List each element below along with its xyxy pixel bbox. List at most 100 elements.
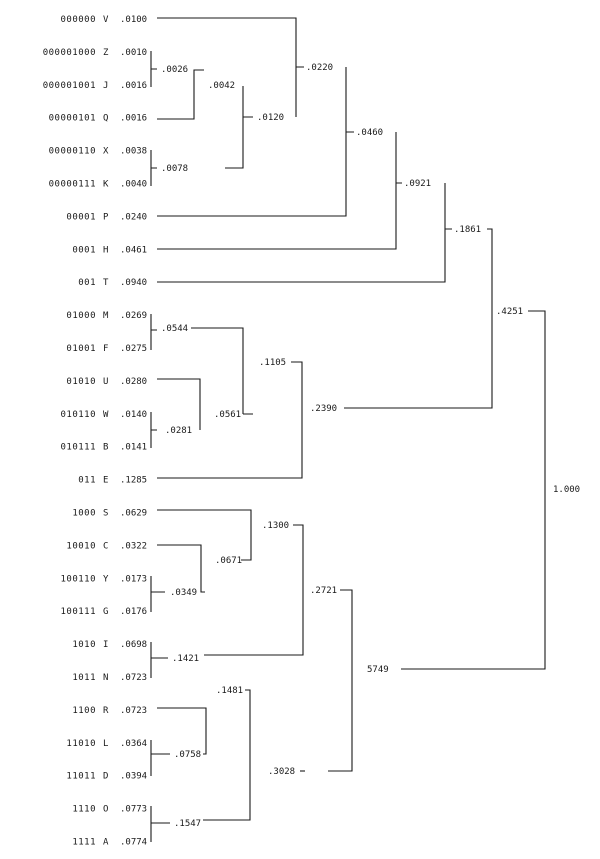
symbol-code: 1010 [72, 640, 96, 650]
symbol-probability: .0140 [120, 410, 147, 420]
symbol-code: 000001001 [43, 81, 96, 91]
node-zj: .0026 [161, 65, 188, 75]
node-zjqxk: .0120 [257, 113, 284, 123]
node-left: .4251 [496, 307, 523, 317]
edge-v-sub [157, 17, 304, 117]
symbol-probability: .0773 [120, 805, 147, 815]
edge-scygin [328, 589, 353, 772]
edge-in [150, 642, 168, 678]
symbol-letter: G [103, 607, 109, 617]
edge-uwb [150, 378, 253, 448]
node-oa: .1547 [174, 819, 201, 829]
symbol-probability: .0394 [120, 772, 147, 782]
symbol-code: 11010 [66, 739, 96, 749]
edge-scyg [204, 524, 304, 656]
symbol-code: 01001 [66, 344, 96, 354]
node-ld: .0758 [174, 750, 201, 760]
symbol-letter: X [103, 147, 109, 157]
edge-zjqxk [225, 86, 253, 169]
symbol-code: 11011 [66, 772, 96, 782]
symbol-letter: L [103, 739, 109, 749]
node-t: .1861 [454, 225, 481, 235]
tree-edges [150, 17, 546, 842]
node-right: 5749 [367, 665, 389, 675]
symbol-letter: P [103, 212, 109, 222]
node-xk: .0078 [161, 164, 188, 174]
node-mf: .0544 [161, 324, 188, 334]
symbol-letter: I [103, 640, 109, 650]
symbol-code: 00000101 [49, 114, 96, 124]
symbol-probability: .0364 [120, 739, 147, 749]
symbol-probability: .0016 [120, 81, 147, 91]
symbol-row-j: 000001001 J .0016 [43, 81, 147, 91]
symbol-probability: .0240 [120, 212, 147, 222]
symbol-letter: J [103, 81, 109, 91]
symbol-letter: S [103, 509, 109, 519]
symbol-probability: .0016 [120, 114, 147, 124]
symbol-probability: .0269 [120, 311, 147, 321]
symbol-code: 00001 [66, 212, 96, 222]
symbol-code: 000001000 [43, 48, 96, 58]
symbol-code: 010111 [60, 443, 96, 453]
symbol-probability: .0461 [120, 245, 147, 255]
symbol-code: 100110 [60, 574, 96, 584]
edge-r [157, 707, 207, 755]
node-rld: .1481 [216, 686, 243, 696]
symbol-probability: .0141 [120, 443, 147, 453]
node-uwb: .0561 [214, 410, 241, 420]
symbol-probability: .0040 [120, 180, 147, 190]
symbol-code: 10010 [66, 541, 96, 551]
edge-t [157, 183, 452, 283]
edge-e [344, 228, 493, 409]
node-in: .1421 [172, 654, 199, 664]
symbol-probability: .0940 [120, 278, 147, 288]
symbol-probability: .0774 [120, 838, 147, 848]
symbol-letter: D [103, 772, 109, 782]
node-cyg: .0671 [215, 556, 242, 566]
node-scygin: .2721 [310, 586, 337, 596]
symbol-probability: .0100 [120, 15, 147, 25]
node-root: 1.000 [553, 485, 580, 495]
symbol-probability: .0629 [120, 509, 147, 519]
node-p: .0460 [356, 128, 383, 138]
edge-left [401, 310, 546, 670]
symbol-probability: .0173 [120, 574, 147, 584]
node-rldoa: .3028 [268, 767, 295, 777]
edge-mf [150, 314, 244, 414]
edge-ld [150, 740, 170, 776]
symbol-probability: .1285 [120, 476, 147, 486]
symbol-row-l: 11010 L .0364 [66, 739, 147, 749]
symbol-letter: H [103, 245, 109, 255]
symbol-row-s: 1000 S .0629 [72, 509, 147, 519]
symbol-code: 1100 [72, 706, 96, 716]
node-mfuwb: .1105 [259, 358, 286, 368]
node-zjq: .0042 [208, 81, 235, 91]
node-wb: .0281 [165, 426, 192, 436]
symbol-probability: .0280 [120, 377, 147, 387]
symbol-code: 1000 [72, 509, 96, 519]
symbol-letter: M [103, 311, 109, 321]
symbol-code: 011 [78, 476, 96, 486]
symbol-letter: T [103, 278, 109, 288]
symbol-letter: V [103, 15, 109, 25]
symbol-probability: .0275 [120, 344, 147, 354]
symbol-row-p: 00001 P .0240 [66, 212, 147, 222]
symbol-code: 1110 [72, 805, 96, 815]
edge-zj [150, 51, 157, 87]
symbol-letter: Y [103, 574, 109, 584]
node-h: .0921 [404, 179, 431, 189]
symbol-row-d: 11011 D .0394 [66, 772, 147, 782]
symbol-probability: .0010 [120, 48, 147, 58]
symbol-code: 001 [78, 278, 96, 288]
